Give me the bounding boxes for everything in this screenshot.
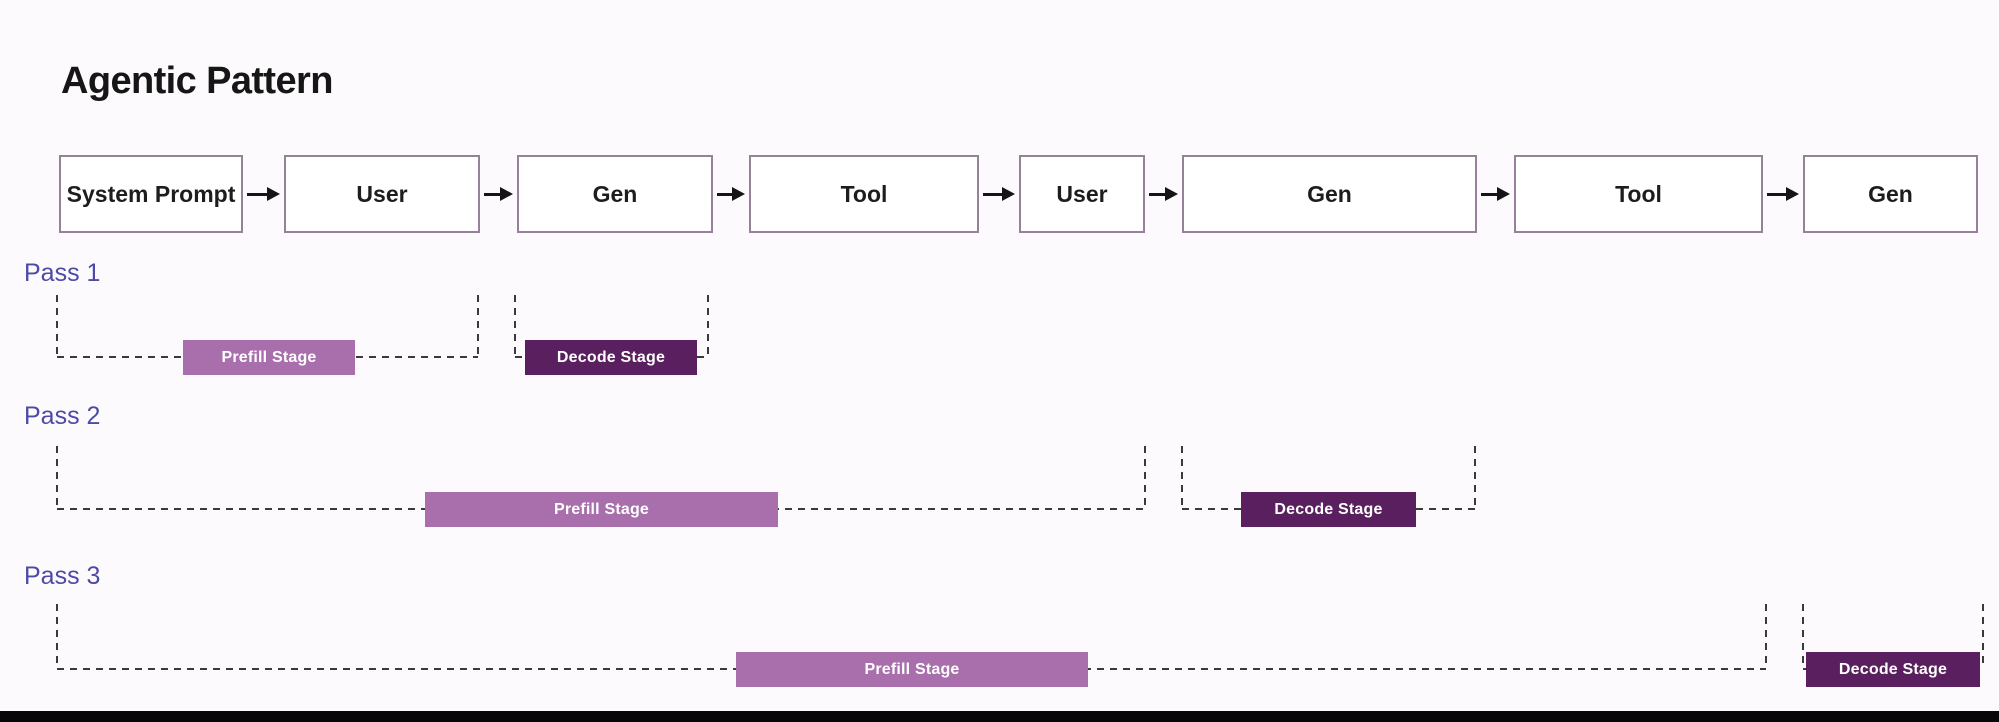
decode-stage-box: Decode Stage bbox=[1806, 652, 1980, 687]
flow-box-gen: Gen bbox=[517, 155, 713, 233]
stage-label: Prefill Stage bbox=[864, 660, 960, 678]
flow-box-label: User bbox=[356, 180, 408, 207]
arrow-right-icon bbox=[1786, 187, 1799, 201]
stage-label: Decode Stage bbox=[1274, 500, 1383, 518]
flow-arrow-line bbox=[1767, 192, 1788, 196]
bracket-vertical-line bbox=[707, 295, 709, 357]
flow-arrow-line bbox=[484, 192, 502, 196]
prefill-stage-box: Prefill Stage bbox=[736, 652, 1088, 687]
flow-arrow-line bbox=[983, 192, 1004, 196]
stage-label: Decode Stage bbox=[1838, 660, 1948, 678]
flow-box-label: User bbox=[1056, 180, 1108, 207]
flow-box-system-prompt: System Prompt bbox=[59, 155, 243, 233]
stage-label: Prefill Stage bbox=[553, 500, 650, 518]
pass-label-2: Pass 2 bbox=[24, 402, 101, 430]
prefill-stage-box: Prefill Stage bbox=[183, 340, 355, 375]
flow-box-label: Gen bbox=[592, 180, 638, 207]
flow-box-user: User bbox=[284, 155, 480, 233]
pass-label-3: Pass 3 bbox=[24, 562, 101, 590]
flow-box-label: Gen bbox=[1307, 180, 1352, 207]
arrow-right-icon bbox=[1165, 187, 1178, 201]
flow-box-label: System Prompt bbox=[66, 180, 236, 207]
diagram-title: Agentic Pattern bbox=[61, 60, 333, 102]
flow-arrow-line bbox=[247, 192, 269, 196]
flow-box-label: Tool bbox=[1615, 180, 1662, 207]
pass-label-1: Pass 1 bbox=[24, 259, 101, 287]
flow-box-label: Gen bbox=[1868, 180, 1913, 207]
bracket-vertical-line bbox=[514, 295, 516, 357]
stage-label: Decode Stage bbox=[556, 348, 666, 366]
bracket-vertical-line bbox=[1474, 446, 1476, 509]
bracket-vertical-line bbox=[56, 295, 58, 357]
flow-arrow-line bbox=[1149, 192, 1167, 196]
flow-box-tool: Tool bbox=[1514, 155, 1763, 233]
bracket-vertical-line bbox=[56, 446, 58, 509]
bottom-black-bar bbox=[0, 711, 1999, 722]
bracket-vertical-line bbox=[1144, 446, 1146, 509]
flow-box-tool: Tool bbox=[749, 155, 979, 233]
bracket-vertical-line bbox=[477, 295, 479, 357]
flow-box-user: User bbox=[1019, 155, 1145, 233]
bracket-vertical-line bbox=[1765, 604, 1767, 669]
arrow-right-icon bbox=[500, 187, 513, 201]
bracket-vertical-line bbox=[56, 604, 58, 669]
flow-arrow-line bbox=[1481, 192, 1499, 196]
prefill-stage-box: Prefill Stage bbox=[425, 492, 778, 527]
bracket-vertical-line bbox=[1802, 604, 1804, 669]
bracket-vertical-line bbox=[1982, 604, 1984, 669]
arrow-right-icon bbox=[1002, 187, 1015, 201]
decode-stage-box: Decode Stage bbox=[1241, 492, 1416, 527]
arrow-right-icon bbox=[1497, 187, 1510, 201]
flow-box-gen: Gen bbox=[1803, 155, 1978, 233]
flow-box-gen: Gen bbox=[1182, 155, 1477, 233]
decode-stage-box: Decode Stage bbox=[525, 340, 697, 375]
arrow-right-icon bbox=[267, 187, 280, 201]
arrow-right-icon bbox=[732, 187, 745, 201]
stage-label: Prefill Stage bbox=[221, 348, 317, 366]
flow-box-label: Tool bbox=[840, 180, 888, 207]
bracket-vertical-line bbox=[1181, 446, 1183, 509]
flow-arrow-line bbox=[717, 192, 734, 196]
